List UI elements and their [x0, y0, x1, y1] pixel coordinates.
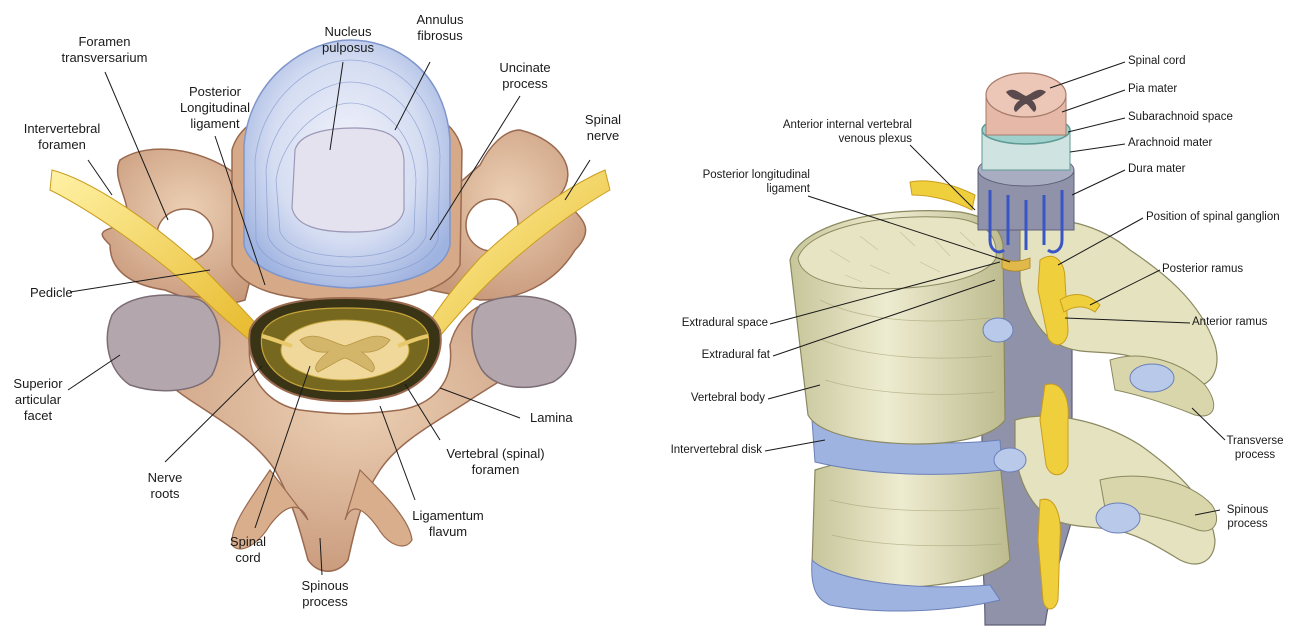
- transverse-foramen-right-lower: [1096, 503, 1140, 533]
- upper-intervertebral-foramen: [983, 318, 1013, 342]
- label-pia-mater: Pia mater: [1128, 82, 1177, 96]
- label-anterior-ramus: Anterior ramus: [1192, 315, 1267, 329]
- label-pedicle: Pedicle: [30, 285, 73, 301]
- label-vertebral-foramen: Vertebral (spinal) foramen: [428, 446, 563, 478]
- label-extradural-space: Extradural space: [640, 316, 768, 330]
- label-dura-mater: Dura mater: [1128, 162, 1186, 176]
- label-posterior-longitudinal-ligament-left: Posterior Longitudinal ligament: [160, 84, 270, 132]
- label-posterior-ramus: Posterior ramus: [1162, 262, 1243, 276]
- right-superior-articular-facet: [472, 296, 576, 387]
- upper-nerve-root: [910, 181, 975, 210]
- label-anterior-internal-vertebral-venous-plexus: Anterior internal vertebral venous plexu…: [742, 118, 912, 146]
- label-nerve-roots: Nerve roots: [130, 470, 200, 502]
- label-spinal-cord-right: Spinal cord: [1128, 54, 1186, 68]
- spinal-cord-top: [986, 73, 1066, 117]
- label-annulus-fibrosus: Annulus fibrosus: [395, 12, 485, 44]
- label-transverse-process: Transverse process: [1205, 434, 1305, 462]
- mid-intervertebral-foramen: [994, 448, 1026, 472]
- label-posterior-longitudinal-ligament-right: Posterior longitudinal ligament: [665, 168, 810, 196]
- label-superior-articular-facet: Superior articular facet: [2, 376, 74, 424]
- left-superior-articular-facet: [107, 295, 219, 391]
- label-spinous-process-right: Spinous process: [1205, 503, 1290, 531]
- label-spinal-nerve: Spinal nerve: [568, 112, 638, 144]
- label-extradural-fat: Extradural fat: [660, 348, 770, 362]
- label-lamina: Lamina: [530, 410, 573, 426]
- label-foramen-transversarium: Foramen transversarium: [42, 34, 167, 66]
- label-intervertebral-foramen: Intervertebral foramen: [2, 121, 122, 153]
- label-arachnoid-mater: Arachnoid mater: [1128, 136, 1212, 150]
- label-intervertebral-disk: Intervertebral disk: [632, 443, 762, 457]
- nucleus-pulposus: [292, 128, 404, 232]
- lower-vertebral-body: [812, 456, 1010, 588]
- label-position-of-spinal-ganglion: Position of spinal ganglion: [1146, 210, 1280, 224]
- label-nucleus-pulposus: Nucleus pulposus: [308, 24, 388, 56]
- label-ligamentum-flavum: Ligamentum flavum: [398, 508, 498, 540]
- label-uncinate-process: Uncinate process: [485, 60, 565, 92]
- label-spinal-cord-left: Spinal cord: [218, 534, 278, 566]
- label-spinous-process-left: Spinous process: [280, 578, 370, 610]
- transverse-foramen-right-upper: [1130, 364, 1174, 392]
- label-subarachnoid-space: Subarachnoid space: [1128, 110, 1233, 124]
- label-vertebral-body: Vertebral body: [650, 391, 765, 405]
